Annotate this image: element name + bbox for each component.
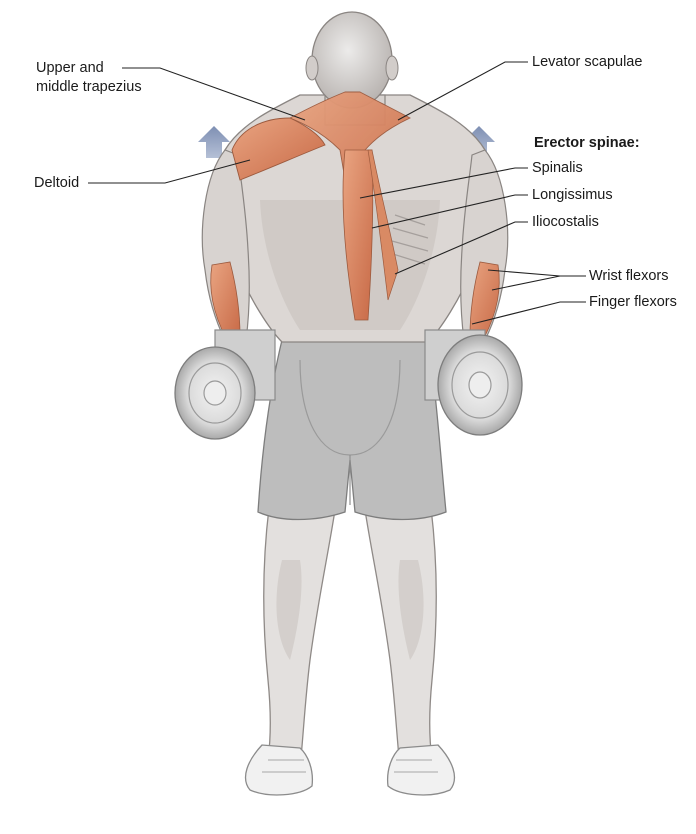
deltoid-muscle: [231, 117, 326, 181]
label-iliocostalis: Iliocostalis: [532, 214, 599, 230]
label-wrist-flexors: Wrist flexors: [589, 268, 669, 284]
right-shoe: [386, 744, 455, 796]
leader-line-longissimus: [371, 194, 528, 229]
right-dumbbell: [424, 329, 523, 436]
leader-line-wrist-flexors: [487, 269, 586, 291]
leader-lines: [88, 61, 586, 325]
label-spinalis: Spinalis: [532, 160, 583, 176]
leader-line-iliocostalis: [394, 221, 528, 275]
label-longissimus: Longissimus: [532, 187, 613, 203]
label-finger-flexors: Finger flexors: [589, 294, 677, 310]
leader-line-deltoid: [88, 159, 251, 184]
leader-line-levator-scapulae: [397, 61, 528, 121]
leader-line-spinalis: [359, 167, 528, 199]
leader-line-trapezius: [122, 67, 306, 121]
left-shoe: [245, 744, 314, 796]
up-arrow-icon: [198, 126, 230, 158]
legs: [263, 499, 437, 769]
label-deltoid: Deltoid: [34, 175, 80, 191]
leader-line-finger-flexors: [471, 301, 586, 325]
label-upper-trapezius-line1: Upper and: [36, 60, 104, 76]
label-erector-spinae-heading: Erector spinae:: [534, 135, 640, 151]
left-dumbbell: [174, 329, 276, 440]
label-upper-trapezius-line2: middle trapezius: [36, 79, 142, 95]
shorts: [257, 339, 447, 521]
label-levator-scapulae: Levator scapulae: [532, 54, 643, 70]
